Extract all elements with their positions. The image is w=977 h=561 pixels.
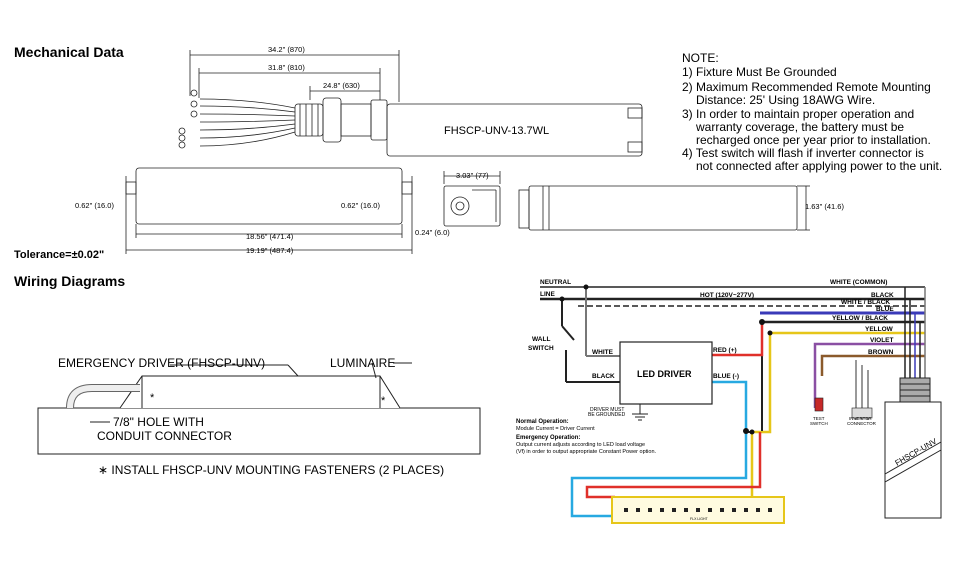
wire-junctions [559, 284, 773, 435]
dim-1-63: 1.63" (41.6) [805, 202, 844, 211]
note-line-5: warranty coverage, the battery must be [695, 120, 904, 134]
led-board-label: FLX LIGHT [690, 517, 709, 521]
product-model-label: FHSCP-UNV-13.7WL [444, 125, 549, 137]
inverter-connector-icon [851, 407, 873, 419]
tolerance-label: Tolerance=±0.02" [14, 249, 104, 261]
wire-label-white-black: WHITE / BLACK [841, 299, 890, 306]
hot-label: HOT (120V~277V) [700, 292, 754, 299]
driver-ground-1: DRIVER MUST [590, 407, 624, 413]
install-footnote: ∗ INSTALL FHSCP-UNV MOUNTING FASTENERS (… [98, 463, 444, 477]
red-plus-label: RED (+) [713, 347, 737, 354]
neutral-label: NEUTRAL [540, 279, 571, 286]
top-view-drawing [189, 50, 643, 157]
dim-18-56: 18.56" (471.4) [246, 232, 294, 241]
install-star-left: * [150, 392, 155, 404]
dim-24-8: 24.8" (630) [323, 81, 360, 90]
test-switch-icon [814, 397, 824, 412]
blue-minus-label: BLUE (-) [713, 373, 739, 380]
driver-ground-2: BE GROUNDED [588, 412, 626, 418]
note-line-4: 3) In order to maintain proper operation… [682, 107, 914, 121]
note-line-3: Distance: 25' Using 18AWG Wire. [696, 93, 875, 107]
dim-34-2: 34.2" (870) [268, 45, 305, 54]
dim-0-62-right: 0.62" (16.0) [341, 201, 380, 210]
dim-19-19: 19.19" (487.4) [246, 246, 294, 255]
line-label: LINE [540, 291, 555, 298]
test-switch-label-2: SWITCH [810, 421, 828, 426]
note-line-2: 2) Maximum Recommended Remote Mounting [682, 80, 931, 94]
ground-symbol [632, 404, 648, 421]
hole-label-1: 7/8" HOLE WITH [113, 415, 204, 429]
wiring-diagrams-heading: Wiring Diagrams [14, 273, 125, 289]
installation-diagram [37, 362, 481, 455]
install-star-right: * [381, 395, 386, 407]
inverter-label-1: INVERTER [849, 416, 872, 421]
wire-label-white-common: WHITE (COMMON) [830, 279, 887, 286]
profile-view-drawing [518, 185, 810, 231]
notes-block: NOTE: 1) Fixture Must Be Grounded 2) Max… [682, 51, 942, 173]
dim-0-62-left: 0.62" (16.0) [75, 201, 114, 210]
hole-label-2: CONDUIT CONNECTOR [97, 429, 232, 443]
wire-label-yellow-black: YELLOW / BLACK [832, 315, 888, 322]
emergency-operation-title: Emergency Operation: [516, 435, 580, 441]
wall-switch-label-1: WALL [532, 336, 550, 343]
emergency-operation-text-1: Output current adjusts according to LED … [516, 442, 645, 448]
note-line-8: not connected after applying power to th… [696, 159, 942, 173]
wiring-diagram [540, 286, 926, 518]
led-board-leds [624, 508, 772, 512]
dim-0-24: 0.24" (6.0) [415, 228, 450, 237]
note-line-7: 4) Test switch will flash if inverter co… [682, 146, 924, 160]
luminaire-label: LUMINAIRE [330, 356, 395, 370]
test-switch-label-1: TEST [813, 416, 825, 421]
inverter-label-2: CONNECTOR [847, 421, 877, 426]
wire-label-brown: BROWN [868, 349, 894, 356]
dim-31-8: 31.8" (810) [268, 63, 305, 72]
wire-label-black: BLACK [871, 292, 894, 299]
end-view-drawing [443, 171, 501, 227]
normal-operation-text: Module Current = Driver Current [516, 426, 595, 432]
led-driver-box [619, 341, 713, 405]
driver-white-label: WHITE [592, 349, 614, 356]
wire-label-violet: VIOLET [870, 337, 894, 344]
wire-label-yellow: YELLOW [865, 326, 894, 333]
notes-title: NOTE: [682, 51, 719, 65]
emergency-driver-label: EMERGENCY DRIVER (FHSCP-UNV) [58, 356, 265, 370]
note-line-1: 1) Fixture Must Be Grounded [682, 65, 837, 79]
emergency-unit-drawing [884, 377, 942, 519]
wire-label-blue: BLUE [876, 306, 894, 313]
wall-switch-label-2: SWITCH [528, 345, 554, 352]
wire-number-markers [178, 89, 198, 149]
normal-operation-title: Normal Operation: [516, 419, 569, 425]
led-driver-label: LED DRIVER [637, 369, 692, 379]
emergency-operation-text-2: (Vf) in order to output appropriate Cons… [516, 449, 656, 455]
side-view-drawing [125, 167, 413, 254]
note-line-6: recharged once per year prior to install… [696, 133, 931, 147]
mechanical-data-heading: Mechanical Data [14, 44, 124, 60]
driver-black-label: BLACK [592, 373, 615, 380]
dim-3-03: 3.03" (77) [456, 171, 489, 180]
